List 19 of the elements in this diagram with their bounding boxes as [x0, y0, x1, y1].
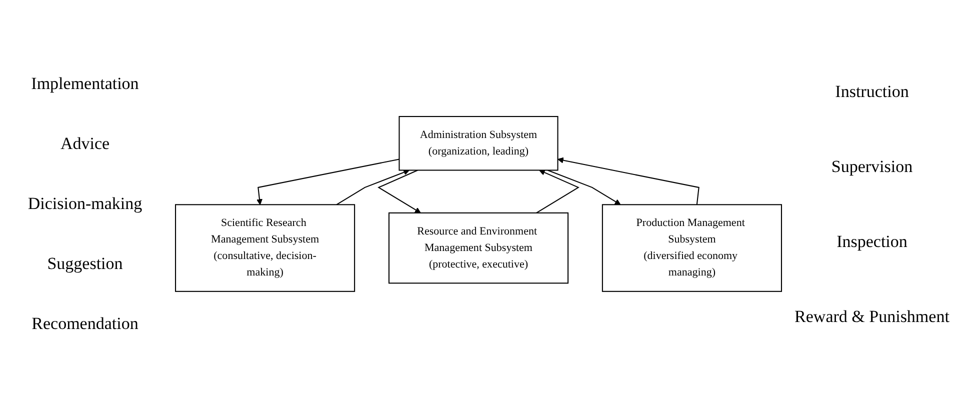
arrow — [536, 170, 580, 214]
node-box: Production Management Subsystem (diversified economy managing) — [602, 204, 782, 292]
arrow — [558, 157, 700, 205]
arrow — [256, 158, 400, 205]
arrow — [378, 170, 421, 214]
node-box: Administration Subsystem (organization, leading) — [398, 116, 558, 171]
side-label: Implementation — [30, 74, 140, 94]
side-label: Supervision — [830, 156, 914, 176]
side-label: Suggestion — [46, 254, 124, 274]
node-box: Resource and Environment Management Subsystem (protective, executive) — [388, 212, 569, 284]
side-label: Reward & Punishment — [794, 306, 950, 326]
side-label: Advice — [59, 134, 111, 154]
side-label: Dicision-making — [26, 194, 144, 214]
side-label: Instruction — [834, 82, 910, 102]
node-box: Scientific Research Management Subsystem (consultative, decision-making) — [175, 204, 356, 292]
side-label: Inspection — [836, 232, 908, 252]
side-label: Recomendation — [30, 314, 140, 334]
arrow — [548, 170, 621, 205]
arrow — [336, 169, 410, 206]
